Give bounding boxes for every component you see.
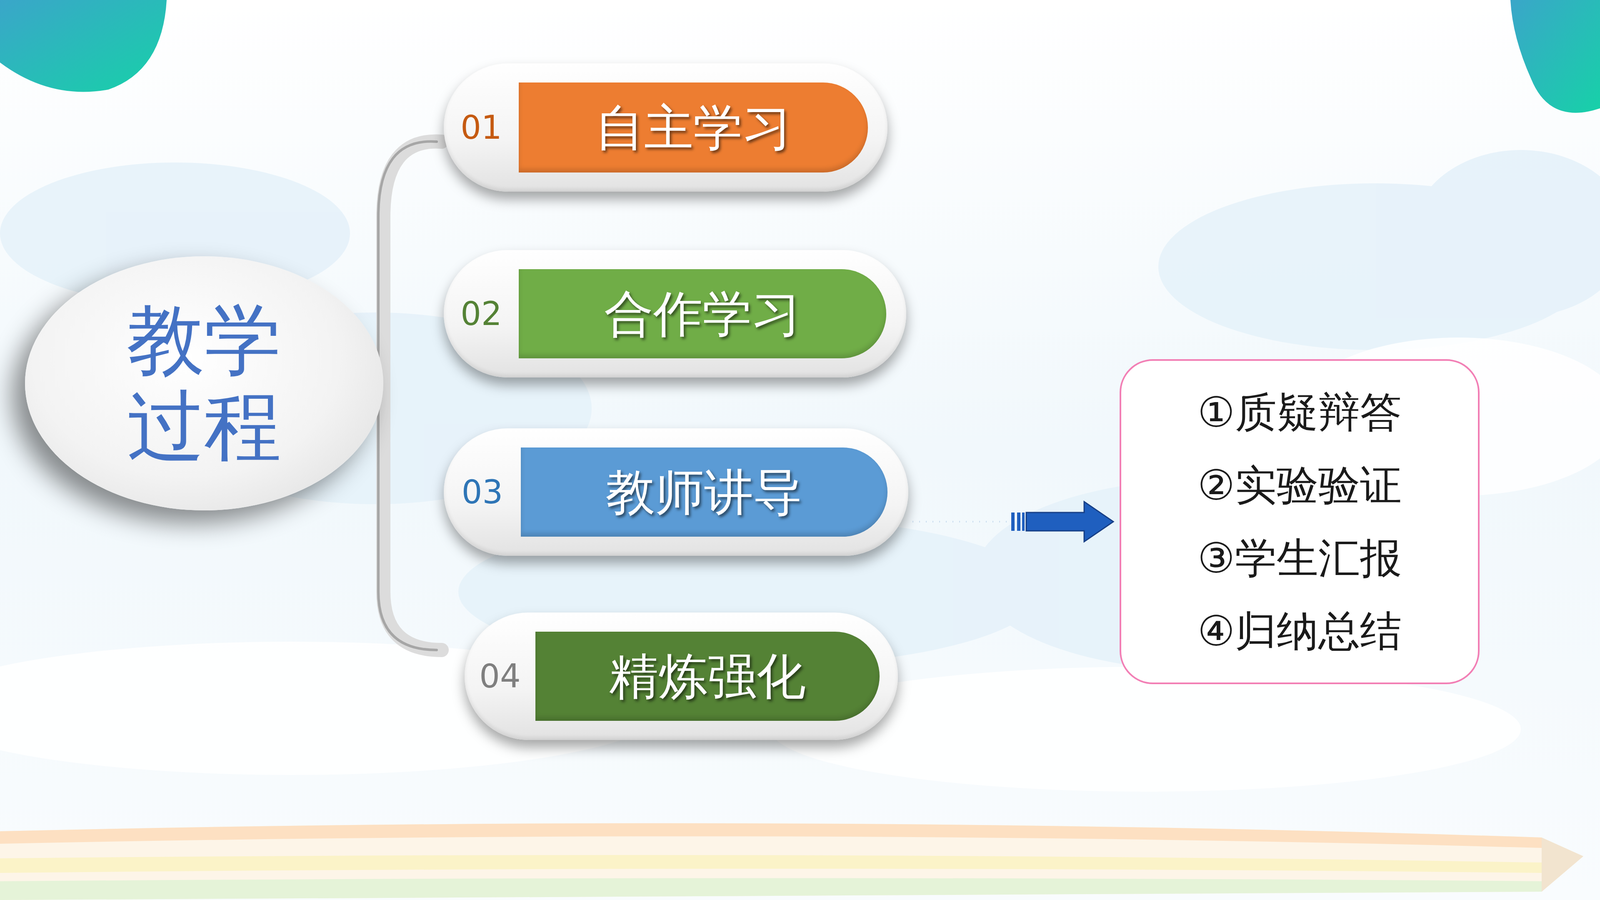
corner-shape (1510, 0, 1600, 113)
step-label: 教师讲导 (605, 467, 803, 517)
step-label: 精炼强化 (609, 651, 806, 701)
center-ellipse: 教学 过程 (25, 256, 384, 511)
detail-item: ②实验验证 (1197, 448, 1402, 522)
step-pill: 04 精炼强化 (464, 612, 898, 740)
step-pill: 03 教师讲导 (443, 428, 909, 556)
step-number: 04 (464, 660, 536, 693)
step-pill: 01 自主学习 (443, 63, 888, 192)
arrow-body (1026, 501, 1114, 542)
arrow-stripe (1022, 512, 1025, 531)
detail-item: ③学生汇报 (1197, 521, 1402, 595)
corner-shape (0, 0, 167, 92)
detail-item: ④归纳总结 (1197, 594, 1402, 668)
block-arrow (912, 501, 1114, 542)
bracket-shade (378, 141, 437, 651)
step-number: 01 (443, 111, 519, 144)
step-bar: 教师讲导 (520, 447, 888, 537)
step-number: 02 (443, 297, 519, 330)
step-label: 合作学习 (604, 289, 801, 339)
step-number: 03 (443, 475, 521, 509)
step-label: 自主学习 (595, 102, 792, 153)
step-bar: 精炼强化 (535, 631, 880, 721)
center-title: 教学 过程 (125, 297, 284, 470)
step-bar: 自主学习 (518, 82, 868, 173)
arrow-stripe (1011, 512, 1015, 531)
step-pill: 02 合作学习 (443, 250, 907, 378)
arrow-stripe (1017, 512, 1021, 531)
pencil-band (0, 823, 1584, 900)
arrow-guide (912, 520, 1012, 523)
step-bar: 合作学习 (518, 269, 887, 359)
detail-item: ①质疑辩答 (1197, 375, 1402, 449)
bracket (383, 141, 442, 651)
detail-box: ①质疑辩答②实验验证③学生汇报④归纳总结 (1119, 359, 1480, 685)
